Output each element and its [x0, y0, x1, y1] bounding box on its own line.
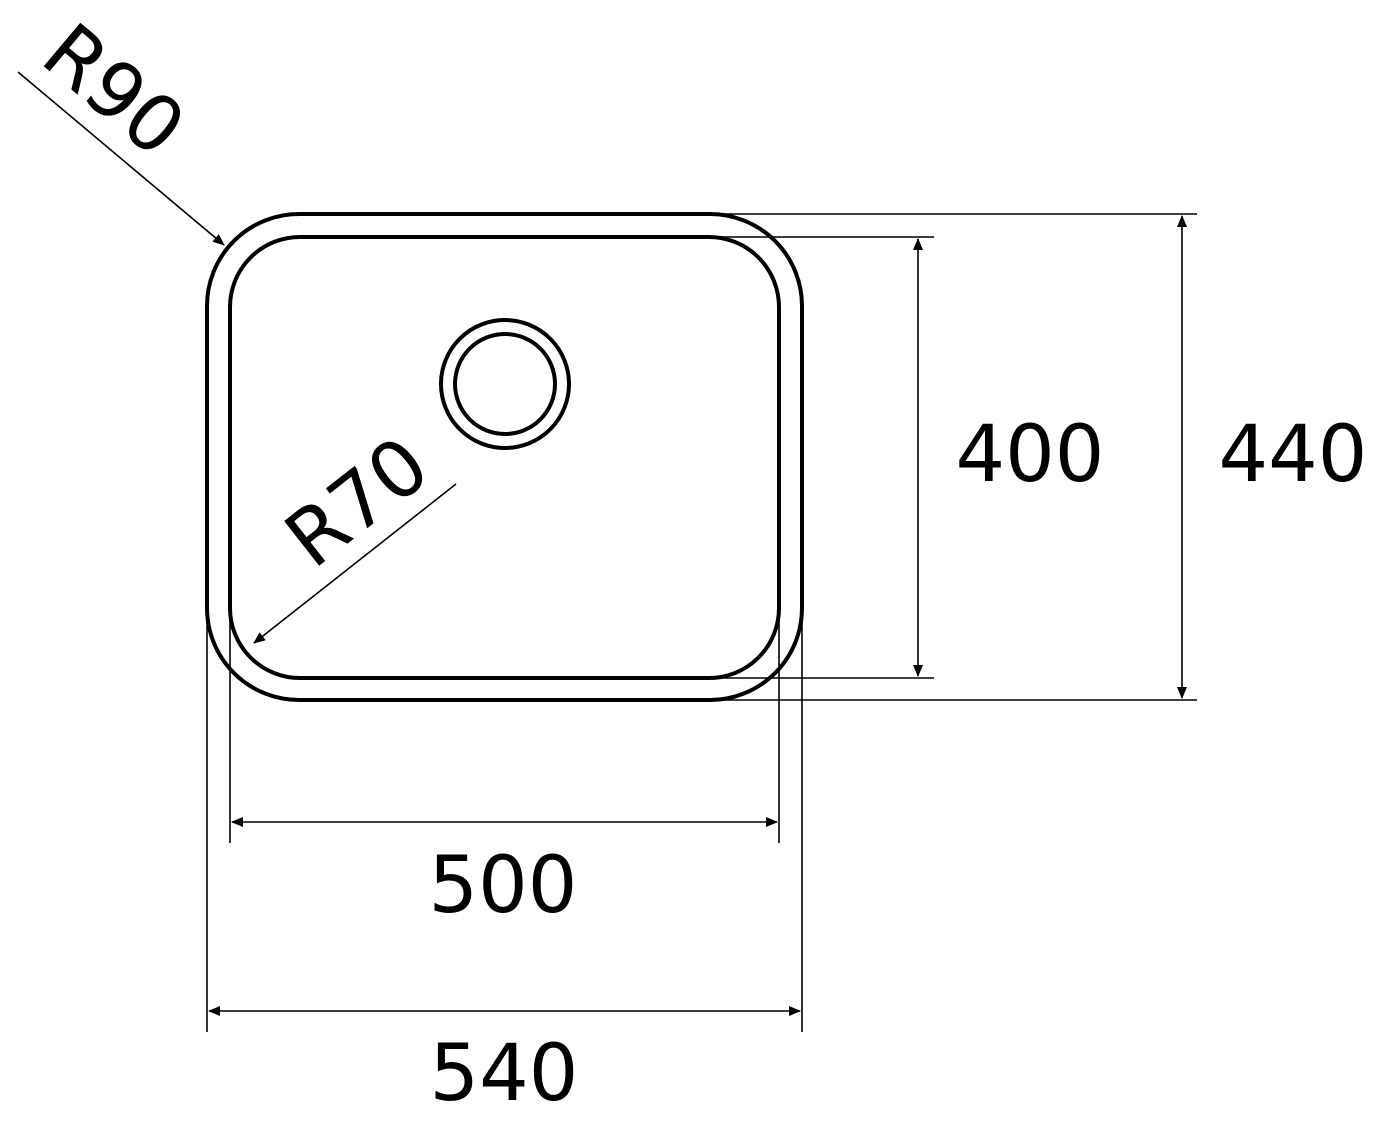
label-400: 400 — [956, 410, 1105, 500]
label-540: 540 — [430, 1029, 579, 1119]
leader-line-r70 — [253, 483, 457, 644]
label-440: 440 — [1219, 410, 1368, 500]
sink-inner-outline — [228, 235, 781, 680]
label-500: 500 — [429, 841, 578, 931]
sink-outer-outline — [205, 212, 804, 702]
drain-outer-ring — [439, 318, 571, 450]
leader-line-r90 — [17, 71, 225, 246]
drain-inner-ring — [453, 332, 557, 436]
label-r90: R90 — [26, 7, 201, 175]
